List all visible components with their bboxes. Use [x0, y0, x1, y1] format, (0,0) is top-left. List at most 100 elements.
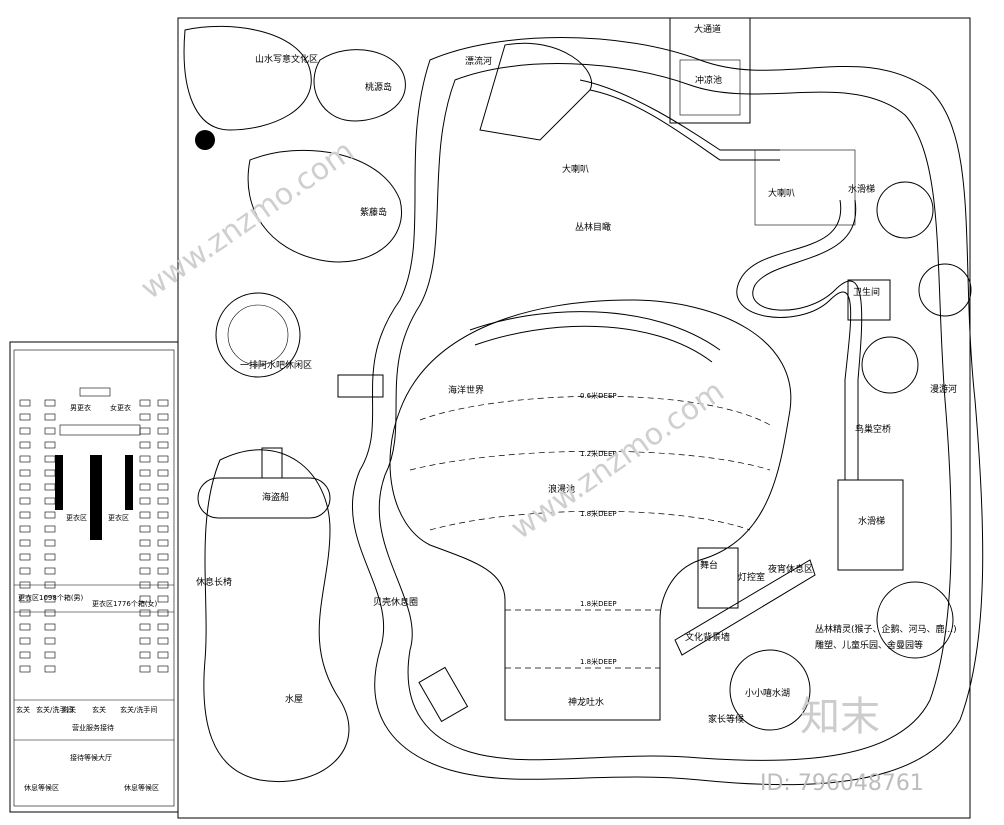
- locker-cell: [139, 651, 151, 659]
- locker-cell: [19, 511, 31, 519]
- seating-arc-inner: [474, 325, 713, 363]
- locker-cell: [157, 567, 169, 575]
- depth-line-2: [409, 450, 771, 471]
- label-shuihuati-2: 水滑梯: [858, 515, 885, 527]
- locker-cell: [139, 427, 151, 435]
- locker-cell: [139, 623, 151, 631]
- label-congliming: 丛林目瞰: [575, 221, 611, 233]
- label-foyer-4: 玄关/洗手间: [36, 705, 73, 714]
- locker-cell: [139, 483, 151, 491]
- watermark-id: ID: 796048761: [760, 771, 924, 796]
- locker-cell: [19, 637, 31, 645]
- locker-cell: [44, 623, 56, 631]
- locker-cell: [139, 455, 151, 463]
- locker-cell: [44, 595, 56, 603]
- locker-cell: [157, 441, 169, 449]
- kids-zone: [203, 449, 350, 782]
- label-weishengjian: 卫生间: [853, 286, 880, 298]
- locker-cell: [139, 399, 151, 407]
- label-yipai: 一排阿水吧休闲区: [240, 359, 312, 371]
- locker-cell: [19, 441, 31, 449]
- locker-cell: [44, 651, 56, 659]
- locker-cell: [19, 539, 31, 547]
- locker-cell: [19, 553, 31, 561]
- slide-tube-1b: [579, 79, 780, 151]
- slide-tower-3: [861, 336, 919, 394]
- locker-cell: [139, 413, 151, 421]
- locker-cell: [139, 609, 151, 617]
- locker-cell: [157, 427, 169, 435]
- drum-bar-inner: [227, 304, 289, 366]
- stage-block: [697, 547, 739, 609]
- lazy-river-outer: [351, 37, 984, 786]
- locker-cell: [157, 455, 169, 463]
- locker-cell: [157, 651, 169, 659]
- label-shanshui: 山水写意文化区: [255, 53, 318, 65]
- seating-arc: [469, 311, 721, 351]
- label-changing-note-1: 更衣区1098个箱(男): [18, 593, 84, 602]
- label-rest-2: 休息等候区: [124, 783, 159, 792]
- locker-cell: [44, 553, 56, 561]
- depth-label-3: 1.8米DEEP: [580, 509, 617, 518]
- locker-cell: [19, 413, 31, 421]
- label-wenhuabeijingqiang: 文化背景墙: [685, 631, 730, 643]
- slide-tower-1: [876, 181, 934, 239]
- label-xiaohai: 小小嘻水湖: [745, 687, 790, 699]
- locker-cell: [157, 595, 169, 603]
- label-changing-1: 更衣区: [66, 513, 87, 522]
- locker-cell: [157, 609, 169, 617]
- locker-cell: [44, 539, 56, 547]
- locker-cell: [139, 665, 151, 673]
- label-ziteng: 紫藤岛: [360, 206, 387, 218]
- locker-cell: [44, 413, 56, 421]
- locker-cell: [44, 399, 56, 407]
- footbridge-2: [418, 666, 469, 723]
- locker-cell: [44, 441, 56, 449]
- slide-tube-2b: [752, 199, 863, 480]
- watermark-site-2: www.znzmo.com: [505, 374, 731, 547]
- slide-tube-2: [736, 199, 852, 480]
- label-xiuxichangyi: 休息长椅: [196, 576, 232, 588]
- depth-label-5: 1.8米DEEP: [580, 657, 617, 666]
- label-foyer-5: 玄关/洗手间: [120, 705, 157, 714]
- drum-bar-circle: [215, 292, 301, 378]
- locker-cell: [19, 483, 31, 491]
- funnel-slide: [479, 42, 592, 141]
- label-shenlongtushui: 神龙吐水: [568, 696, 604, 708]
- label-manyouhe: 漫游河: [930, 383, 957, 395]
- locker-cell: [19, 469, 31, 477]
- label-changing-note-2: 更衣区1776个箱(女): [92, 599, 158, 608]
- label-lobby: 接待等候大厅: [70, 753, 112, 762]
- black-feature: [195, 130, 215, 150]
- locker-cell: [19, 665, 31, 673]
- label-shuihuati-1: 水滑梯: [848, 183, 875, 195]
- slide-tube-1: [589, 89, 780, 161]
- label-service: 营业服务接待: [72, 723, 114, 732]
- depth-label-4: 1.8米DEEP: [580, 599, 617, 608]
- slide-landing: [837, 479, 904, 571]
- peach-island: [313, 49, 406, 122]
- locker-cell: [44, 567, 56, 575]
- ship-bridge: [261, 447, 283, 479]
- label-taoyuan: 桃源岛: [365, 81, 392, 93]
- kids-pool: [729, 649, 811, 731]
- locker-cell: [139, 469, 151, 477]
- label-foyer-2: 玄关: [62, 705, 76, 714]
- lazy-river-inner: [378, 63, 952, 761]
- locker-cell: [139, 441, 151, 449]
- label-haiyang: 海洋世界: [448, 384, 484, 396]
- locker-cell: [139, 539, 151, 547]
- locker-cell: [139, 497, 151, 505]
- locker-cell: [157, 469, 169, 477]
- locker-cell: [19, 427, 31, 435]
- locker-cell: [19, 623, 31, 631]
- toilet-block: [847, 279, 891, 321]
- locker-cell: [44, 469, 56, 477]
- locker-cell: [157, 637, 169, 645]
- label-haidaochuan: 海盗船: [262, 491, 289, 503]
- locker-cell: [139, 567, 151, 575]
- label-wutai: 舞台: [700, 559, 718, 571]
- watermark-site-1: www.znzmo.com: [135, 134, 361, 307]
- locker-cell: [157, 665, 169, 673]
